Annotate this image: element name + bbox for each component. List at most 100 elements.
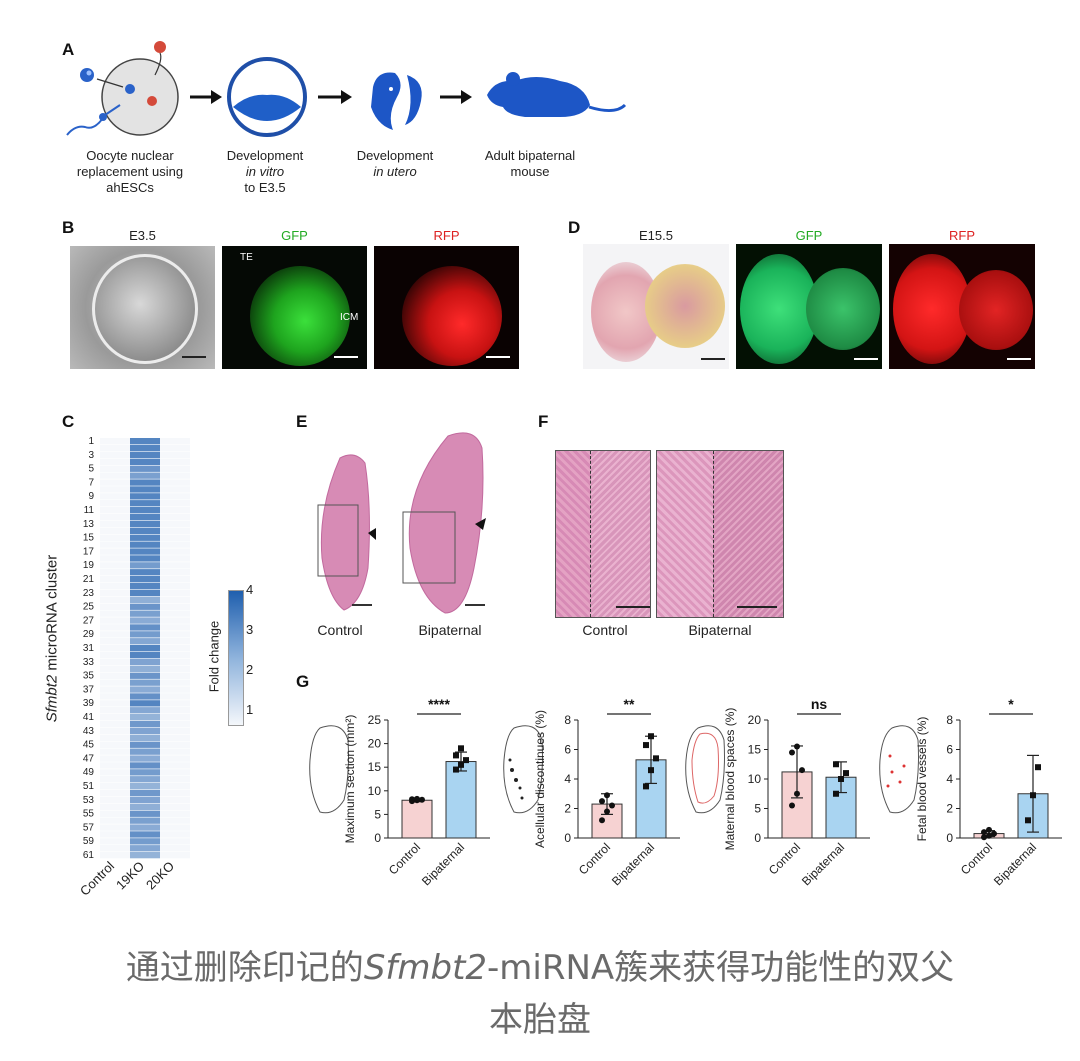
y-axis-label: Maternal blood spaces (%) [723, 708, 737, 851]
bar [445, 761, 477, 839]
heatmap-cell [100, 665, 130, 672]
heatmap-row-label: 51 [83, 781, 95, 792]
heatmap-cell [130, 638, 160, 645]
heatmap-row-label: 55 [83, 809, 95, 820]
heatmap-cell [160, 631, 190, 638]
data-point [981, 834, 987, 841]
y-tick-label: 5 [374, 807, 381, 821]
heatmap-cell [100, 658, 130, 666]
colorbar-tick-4: 4 [246, 582, 254, 597]
heatmap-cell [130, 645, 160, 652]
e-label-bipaternal: Bipaternal [418, 622, 482, 638]
heatmap-row-label: 23 [83, 588, 95, 599]
heatmap-cell [160, 852, 190, 859]
colorbar-tick-3: 3 [246, 622, 254, 637]
data-point [604, 808, 610, 815]
heatmap-cell [160, 562, 190, 569]
heatmap-cell [100, 734, 130, 741]
heatmap-cell [130, 438, 160, 445]
heatmap-row-label: 9 [88, 491, 94, 502]
f-label-control: Control [582, 622, 628, 638]
heatmap-cell [160, 458, 190, 465]
x-tick-label: Bipaternal [419, 840, 467, 888]
heatmap-cell [100, 631, 130, 638]
y-tick-label: 20 [748, 713, 762, 727]
x-tick-label: Control [386, 840, 423, 877]
heatmap-cell [160, 817, 190, 824]
panel-b-label: B [62, 218, 75, 237]
data-point [599, 817, 605, 824]
heatmap-cell [160, 555, 190, 562]
heatmap-cell [160, 438, 190, 445]
y-tick-label: 4 [946, 772, 953, 786]
y-tick-label: 15 [368, 760, 382, 774]
heatmap-cell [160, 645, 190, 652]
heatmap-cell [160, 444, 190, 452]
y-tick-label: 15 [748, 743, 762, 757]
embryo-icon [371, 72, 401, 130]
data-point [789, 749, 795, 756]
heatmap-cell [160, 748, 190, 755]
heatmap-cell [100, 479, 130, 486]
heatmap-cell [130, 486, 160, 493]
heatmap-cell [100, 720, 130, 728]
heatmap-cell [100, 686, 130, 693]
heatmap-row-label: 53 [83, 795, 95, 806]
e-label-control: Control [317, 622, 363, 638]
y-tick-label: 5 [754, 802, 761, 816]
data-point [789, 802, 795, 809]
heatmap-cell [160, 576, 190, 583]
heatmap-cell [130, 527, 160, 534]
heatmap-cell [160, 810, 190, 817]
colorbar-tick-2: 2 [246, 662, 254, 677]
data-point [453, 766, 459, 773]
data-point [653, 755, 659, 762]
brightfield-e35-image [70, 246, 215, 369]
heatmap-cell [130, 783, 160, 790]
y-tick-label: 10 [748, 772, 762, 786]
heatmap-cell [160, 845, 190, 852]
nucleus-red-icon [147, 96, 157, 106]
heatmap-cell [100, 610, 130, 617]
heatmap-cell [130, 845, 160, 852]
heatmap-cell [130, 700, 160, 707]
heatmap-cell [160, 617, 190, 624]
heatmap-cell [100, 576, 130, 583]
heatmap-row-label: 27 [83, 615, 95, 626]
heatmap-row-label: 43 [83, 726, 95, 737]
heatmap-cell [130, 762, 160, 769]
heatmap-cell [100, 638, 130, 645]
panel-c-label: C [62, 412, 75, 431]
heatmap-cell [100, 520, 130, 528]
heatmap-cell [100, 603, 130, 610]
heatmap-cell [100, 624, 130, 631]
heatmap-cell [160, 686, 190, 693]
heatmap-row-label: 25 [83, 602, 95, 613]
heatmap-cell [130, 513, 160, 521]
mouse-icon [487, 77, 590, 117]
heatmap-cell [160, 465, 190, 472]
heatmap-cell [160, 762, 190, 769]
y-tick-label: 4 [564, 772, 571, 786]
heatmap-cell [130, 444, 160, 452]
x-tick-label: Control [576, 840, 613, 877]
heatmap-cell [160, 707, 190, 714]
heatmap-cell [130, 686, 160, 693]
heatmap-cell [160, 610, 190, 617]
data-point [458, 745, 464, 752]
nucleus-blue-icon [125, 84, 135, 94]
data-point [453, 752, 459, 759]
heatmap-cell [130, 589, 160, 597]
gfp-e35-image: TE ICM [222, 246, 367, 369]
data-point [991, 830, 997, 837]
heatmap-cell [130, 576, 160, 583]
heatmap-cell [130, 672, 160, 679]
heatmap-row-label: 1 [88, 436, 94, 447]
heatmap-row-label: 7 [88, 477, 94, 488]
heatmap-chart: 1357911131517192123252729313335373941434… [77, 436, 190, 899]
heatmap-cell [130, 631, 160, 638]
heatmap-cell [160, 679, 190, 686]
heatmap-cell [130, 472, 160, 479]
